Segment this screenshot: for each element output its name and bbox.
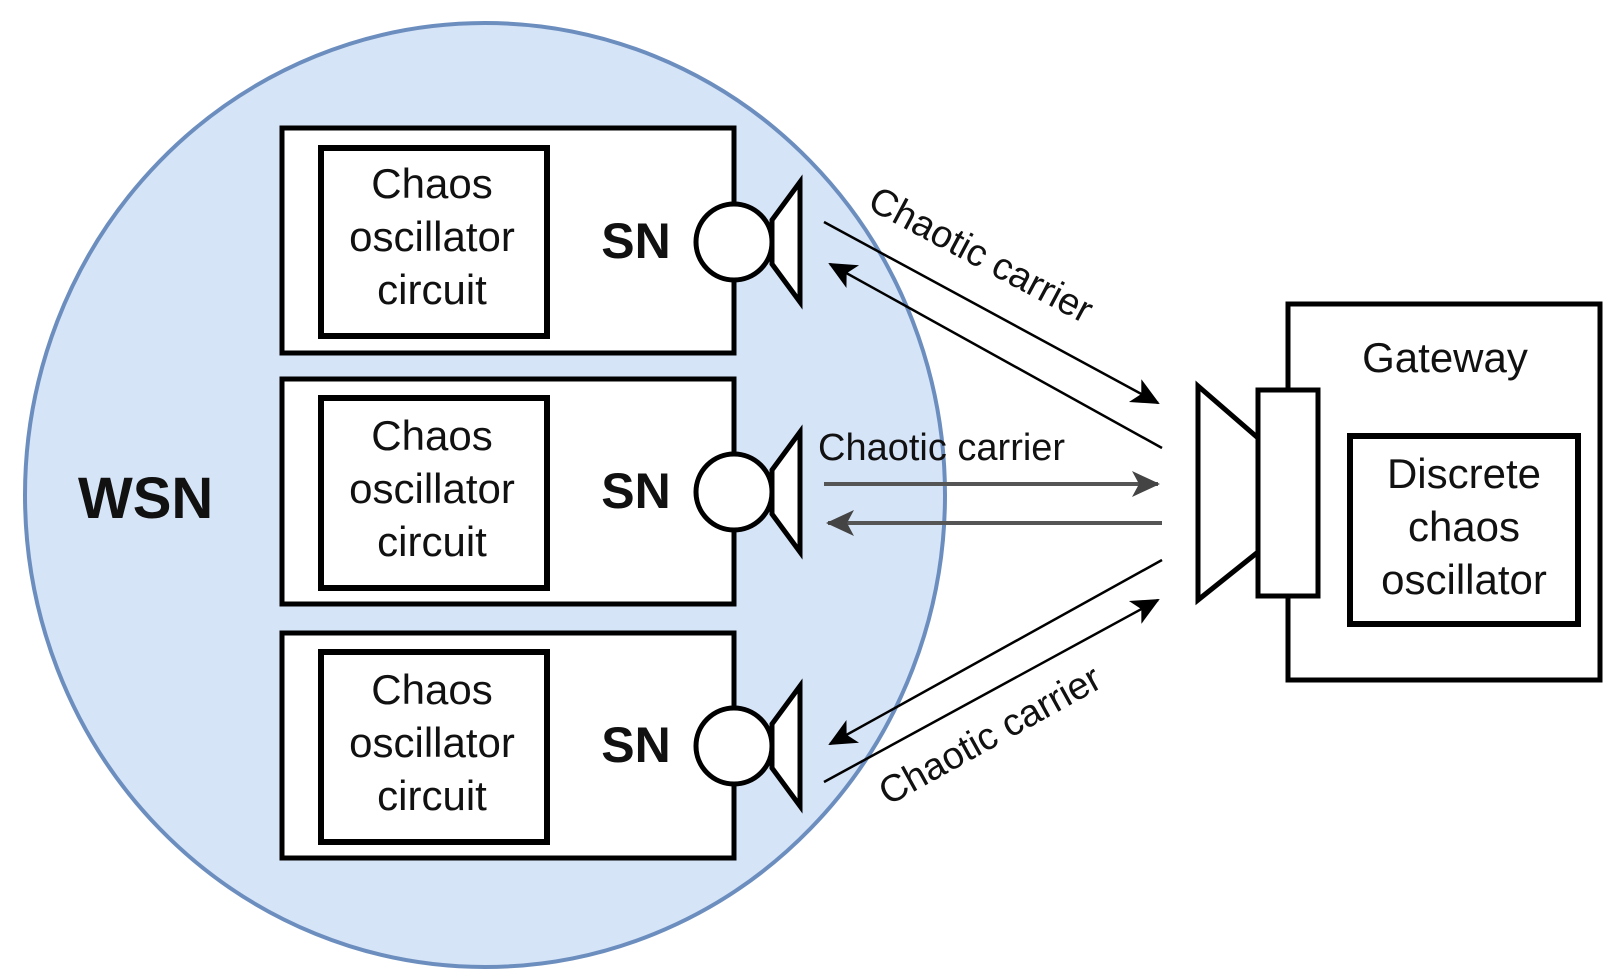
sensor-node-1: Chaos oscillator circuit SN <box>279 125 803 356</box>
gateway-label: Gateway <box>1362 334 1528 381</box>
oscillator-label-line: chaos <box>1408 503 1520 550</box>
circuit-label-line: circuit <box>377 772 487 819</box>
circuit-label-line: Chaos <box>371 666 492 713</box>
sn-label: SN <box>601 717 670 773</box>
sensor-node-3: Chaos oscillator circuit SN <box>279 630 803 861</box>
gateway: Gateway Discrete chaos oscillator <box>1195 301 1603 683</box>
circuit-label-line: circuit <box>377 518 487 565</box>
carrier-label: Chaotic carrier <box>818 427 1065 469</box>
antenna-circle-icon <box>693 201 775 283</box>
circuit-label-line: circuit <box>377 266 487 313</box>
sensor-node-2: Chaos oscillator circuit SN <box>279 376 803 607</box>
sn-label: SN <box>601 213 670 269</box>
circuit-label-line: oscillator <box>349 213 515 260</box>
wsn-label: WSN <box>78 466 213 531</box>
oscillator-label-line: oscillator <box>1381 556 1547 603</box>
circuit-label-line: Chaos <box>371 412 492 459</box>
gateway-antenna-base <box>1255 387 1321 599</box>
sn-label: SN <box>601 463 670 519</box>
circuit-label-line: oscillator <box>349 719 515 766</box>
antenna-circle-icon <box>693 451 775 533</box>
circuit-label-line: oscillator <box>349 465 515 512</box>
carrier-link-middle: Chaotic carrier <box>818 427 1162 536</box>
oscillator-label-line: Discrete <box>1387 450 1541 497</box>
gateway-antenna-icon <box>1195 380 1261 606</box>
circuit-label-line: Chaos <box>371 160 492 207</box>
antenna-circle-icon <box>693 705 775 787</box>
